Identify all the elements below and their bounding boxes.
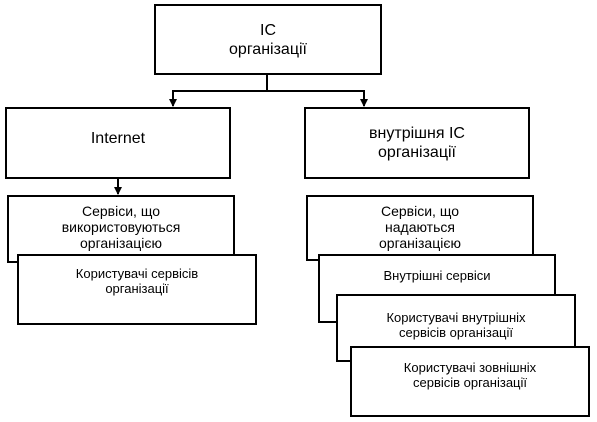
root-title-line2: організації bbox=[229, 40, 307, 58]
internal-is-box: внутрішня ІС організації bbox=[304, 107, 530, 179]
provided-services-line2: надаються bbox=[385, 219, 455, 235]
provided-services-line1: Сервіси, що bbox=[381, 203, 459, 219]
internet-label: Internet bbox=[90, 129, 146, 147]
service-users-line2: організації bbox=[105, 281, 169, 296]
service-users-line1: Користувачі сервісів bbox=[75, 266, 199, 281]
external-users-line2: сервісів організації bbox=[412, 375, 527, 390]
internal-is-line2: організації bbox=[378, 144, 456, 161]
provided-services-line3: організацією bbox=[379, 235, 461, 251]
internet-box: Internet bbox=[5, 107, 231, 179]
service-users-box: Користувачі сервісів організації bbox=[17, 254, 257, 325]
used-services-line1: Сервіси, що bbox=[82, 203, 160, 219]
internal-users-line2: сервісів організації bbox=[398, 325, 513, 340]
used-services-box: Сервіси, що використовуються організаціє… bbox=[7, 195, 235, 263]
used-services-line3: організацією bbox=[80, 235, 162, 251]
root-box-is-organization: ІС організації bbox=[154, 4, 382, 75]
internal-is-line1: внутрішня ІС bbox=[369, 125, 465, 142]
provided-services-box: Сервіси, що надаються організацією bbox=[306, 195, 534, 261]
root-title-line1: ІС bbox=[260, 21, 276, 39]
internal-services-label: Внутрішні сервіси bbox=[383, 268, 491, 283]
internal-users-line1: Користувачі внутрішніх bbox=[386, 310, 526, 325]
external-users-box: Користувачі зовнішніх сервісів організац… bbox=[350, 346, 590, 417]
used-services-line2: використовуються bbox=[61, 219, 181, 235]
external-users-line1: Користувачі зовнішніх bbox=[403, 360, 537, 375]
